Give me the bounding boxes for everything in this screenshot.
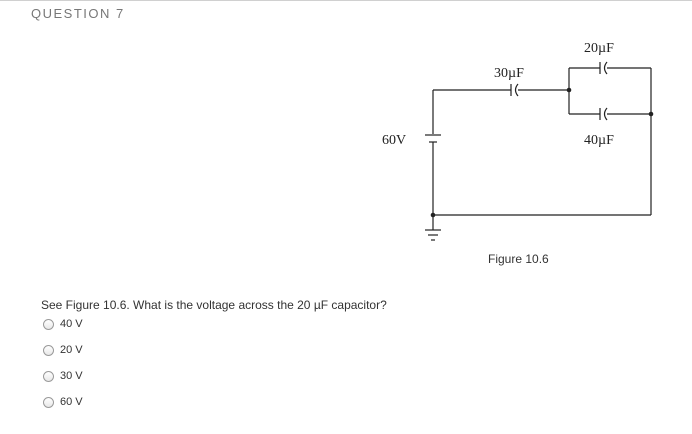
voltage-source-label: 60V [382,133,406,148]
circuit-figure: 30µF 20µF 40µF 60V [372,34,662,254]
junction-dot [648,111,654,117]
radio-button[interactable] [43,396,54,408]
capacitor-20-label: 20µF [584,41,614,56]
junction-dot [566,87,572,93]
answer-option[interactable]: 20 V [43,342,83,358]
radio-button[interactable] [43,318,54,330]
answer-option[interactable]: 30 V [43,368,83,384]
answer-option[interactable]: 60 V [43,394,83,410]
question-header: QUESTION 7 [31,6,125,21]
answer-option[interactable]: 40 V [43,316,83,332]
question-text: See Figure 10.6. What is the voltage acr… [41,298,387,312]
junction-dot [430,212,436,218]
capacitor-40-label: 40µF [584,133,614,148]
answer-option-label: 20 V [60,344,83,356]
answer-option-label: 30 V [60,370,83,382]
answer-option-label: 40 V [60,318,83,330]
radio-button[interactable] [43,370,54,382]
top-divider [0,0,692,1]
answer-option-label: 60 V [60,396,83,408]
capacitor-30-label: 30µF [494,66,524,81]
radio-button[interactable] [43,344,54,356]
figure-caption: Figure 10.6 [488,252,549,266]
